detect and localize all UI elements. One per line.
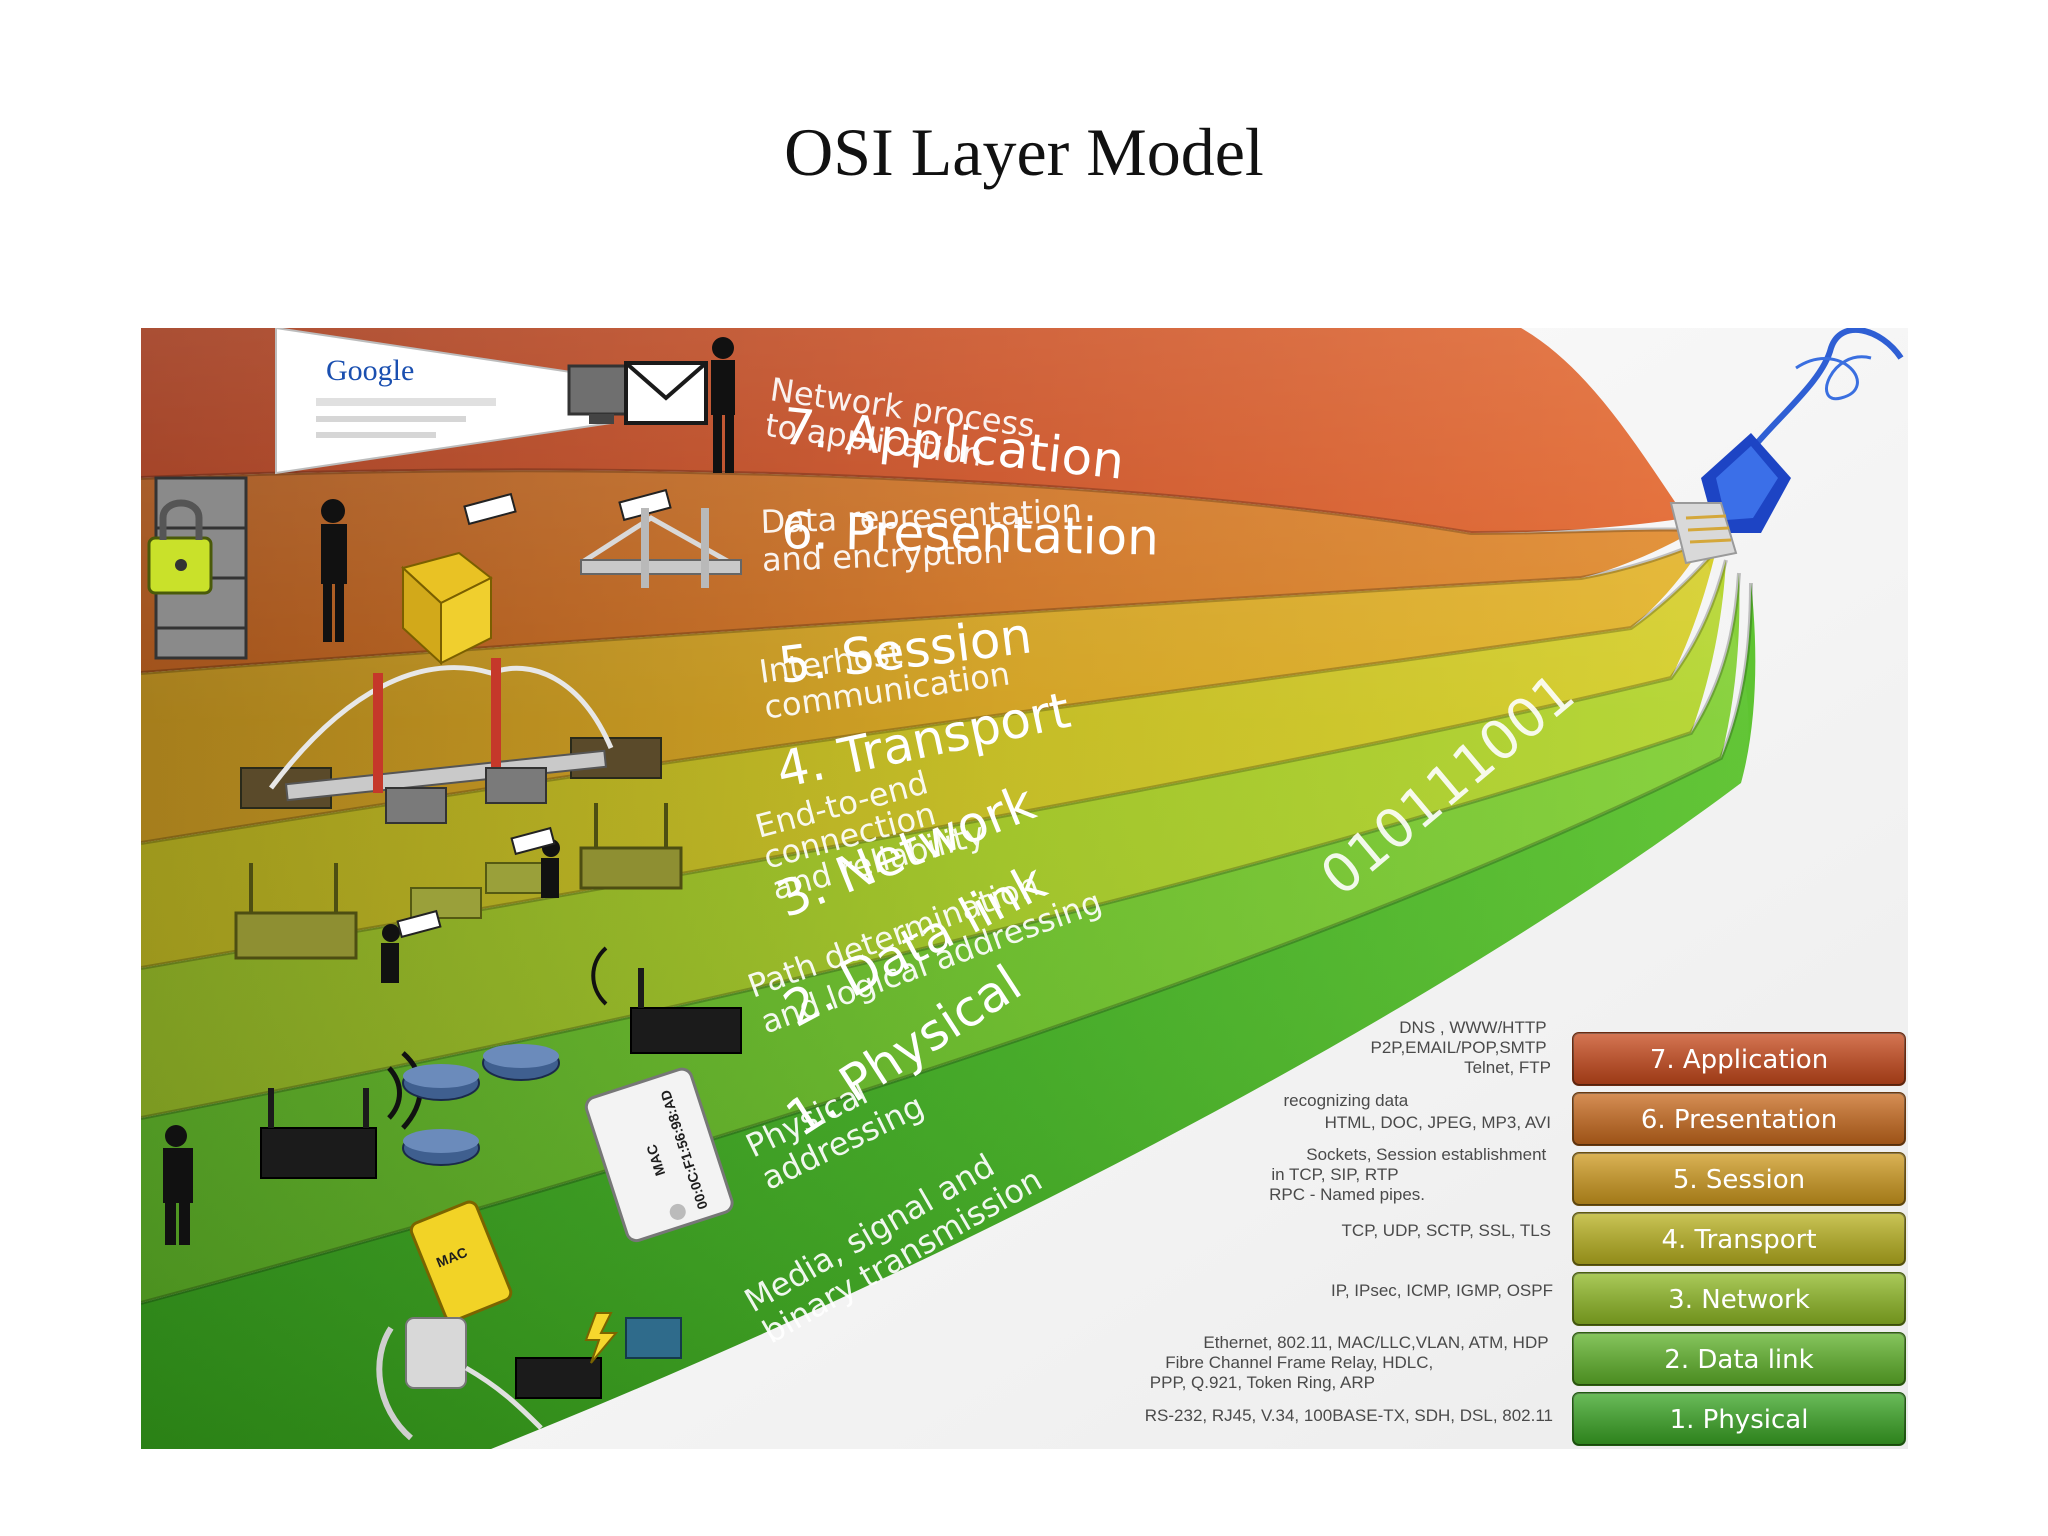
legend-3-network: 3. Network <box>1572 1272 1906 1326</box>
protocols-5: Sockets, Session establishment in TCP, S… <box>1269 1145 1551 1204</box>
page-title: OSI Layer Model <box>784 114 1264 190</box>
osi-diagram-svg: Google <box>141 328 1908 1449</box>
session-illustration <box>240 658 662 824</box>
protocols-1: RS-232, RJ45, V.34, 100BASE-TX, SDH, DSL… <box>1145 1406 1553 1425</box>
application-illustration: Google <box>275 328 735 475</box>
protocol-list: DNS , WWW/HTTP P2P,EMAIL/POP,SMTP Telnet… <box>1145 1018 1553 1425</box>
protocols-6: recognizing data HTML, DOC, JPEG, MP3, A… <box>1284 1091 1552 1132</box>
google-logo: Google <box>326 354 414 387</box>
svg-text:2. Data link: 2. Data link <box>1664 1345 1813 1375</box>
network-illustration <box>234 803 683 983</box>
svg-text:4. Transport: 4. Transport <box>1661 1225 1816 1255</box>
ribbon-shine <box>141 328 1749 1449</box>
rj45-connector-icon <box>1669 328 1904 565</box>
protocols-7: DNS , WWW/HTTP P2P,EMAIL/POP,SMTP Telnet… <box>1371 1018 1552 1077</box>
svg-text:5. Session: 5. Session <box>1673 1165 1805 1195</box>
legend-5-session: 5. Session <box>1572 1152 1906 1206</box>
svg-text:1. Physical: 1. Physical <box>1670 1405 1809 1435</box>
legend-1-physical: 1. Physical <box>1572 1392 1906 1446</box>
legend-7-application: 7. Application <box>1572 1032 1906 1086</box>
mac-tag-icon: MAC 00:0C:F1:56:98:AD <box>584 1067 734 1243</box>
protocols-2: Ethernet, 802.11, MAC/LLC,VLAN, ATM, HDP… <box>1150 1333 1553 1392</box>
band-name-6: 6. Presentation <box>781 502 1160 567</box>
svg-text:6. Presentation: 6. Presentation <box>1641 1105 1837 1135</box>
layer-ribbons <box>141 328 1756 1449</box>
wifi-router-icon <box>260 1127 377 1179</box>
svg-text:3. Network: 3. Network <box>1668 1285 1810 1315</box>
protocols-3: IP, IPsec, ICMP, IGMP, OSPF <box>1331 1281 1553 1300</box>
osi-illustration: Google <box>141 328 1908 1449</box>
legend-4-transport: 4. Transport <box>1572 1212 1906 1266</box>
protocols-4: TCP, UDP, SCTP, SSL, TLS <box>1342 1221 1551 1240</box>
svg-text:7. Application: 7. Application <box>1650 1045 1828 1075</box>
physical-illustration: MAC 00:0C:F1:56:98:AD MAC <box>376 1067 734 1441</box>
legend-2-data-link: 2. Data link <box>1572 1332 1906 1386</box>
presentation-illustration <box>147 476 742 666</box>
data-link-illustration <box>163 948 742 1245</box>
mac-tag-small-icon: MAC <box>409 1200 513 1323</box>
layer-legend: 7. Application 6. Presentation 5. Sessio… <box>1572 1032 1906 1446</box>
legend-6-presentation: 6. Presentation <box>1572 1092 1906 1146</box>
